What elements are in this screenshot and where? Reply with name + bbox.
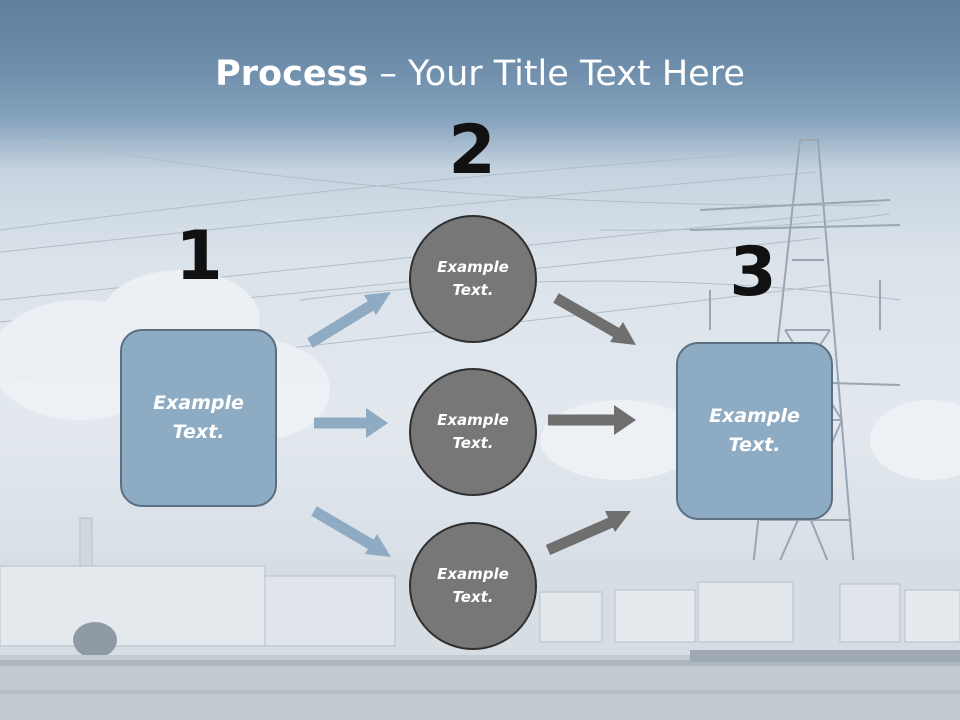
slide-title: Process – Your Title Text Here xyxy=(0,52,960,96)
circle-top: Example Text. xyxy=(409,215,537,343)
step-number-2: 2 xyxy=(448,111,496,190)
circle-middle-text: Example Text. xyxy=(437,411,509,452)
circle-bottom-text: Example Text. xyxy=(437,565,509,606)
circle-top-text: Example Text. xyxy=(437,258,509,299)
left-box-text: Example Text. xyxy=(153,392,244,443)
arrows xyxy=(307,292,636,557)
step-number-3: 3 xyxy=(729,233,777,312)
circle-bottom: Example Text. xyxy=(409,522,537,650)
circle-middle: Example Text. xyxy=(409,368,537,496)
left-box: Example Text. xyxy=(120,329,277,507)
right-box-text: Example Text. xyxy=(709,405,800,456)
title-rest: – Your Title Text Here xyxy=(368,54,745,94)
water xyxy=(0,650,960,720)
step-number-1: 1 xyxy=(175,217,223,296)
right-box: Example Text. xyxy=(676,342,833,520)
title-bold: Process xyxy=(215,54,369,94)
